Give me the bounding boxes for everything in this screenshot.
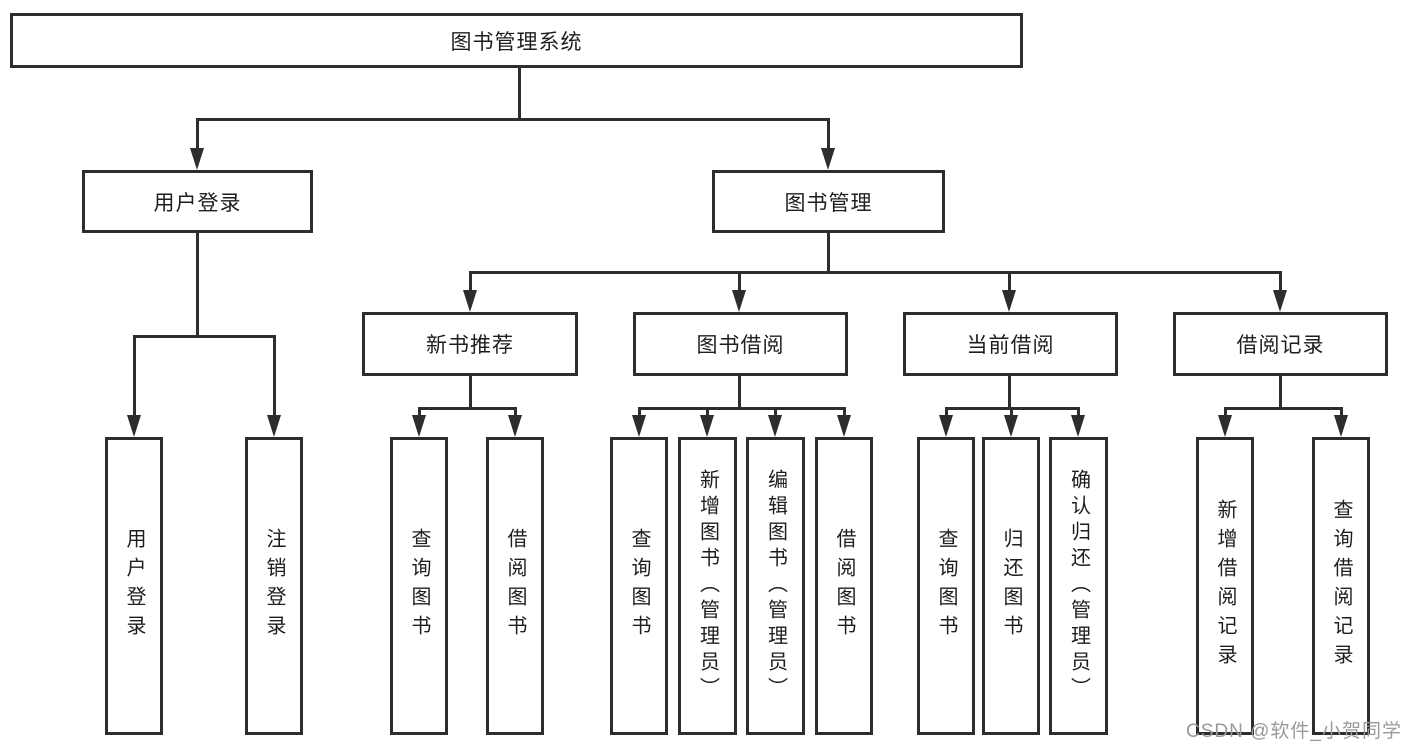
connector-line	[196, 118, 199, 149]
connector-line	[1279, 271, 1282, 290]
leaf-label: 新增借阅记录	[1214, 499, 1236, 673]
leaf-query-borrow-record: 查询借阅记录	[1312, 437, 1370, 735]
connector-line	[706, 407, 709, 415]
node-root-library-system: 图书管理系统	[10, 13, 1023, 68]
node-user-login: 用户登录	[82, 170, 313, 233]
leaf-label: 编辑图书（管理员）	[764, 469, 787, 703]
leaf-label: 注销登录	[263, 528, 285, 644]
arrow-down-icon	[463, 290, 477, 312]
connector-line	[1008, 271, 1011, 290]
leaf-label: 用户登录	[123, 528, 145, 644]
leaf-return-books: 归还图书	[982, 437, 1040, 735]
leaf-borrow-books: 借阅图书	[815, 437, 873, 735]
node-current-borrowing: 当前借阅	[903, 312, 1118, 376]
arrow-down-icon	[1273, 290, 1287, 312]
leaf-query-books-current: 查询图书	[917, 437, 975, 735]
connector-line	[514, 407, 517, 415]
connector-line	[1224, 407, 1343, 410]
arrow-down-icon	[508, 415, 522, 437]
leaf-label: 借阅图书	[833, 528, 855, 644]
leaf-query-books-recommend: 查询图书	[390, 437, 448, 735]
arrow-down-icon	[1004, 415, 1018, 437]
leaf-label: 查询图书	[408, 528, 430, 644]
arrow-down-icon	[939, 415, 953, 437]
connector-line	[1340, 407, 1343, 415]
connector-line	[638, 407, 641, 415]
node-book-management: 图书管理	[712, 170, 945, 233]
leaf-label: 新增图书（管理员）	[696, 469, 719, 703]
arrow-down-icon	[1334, 415, 1348, 437]
connector-line	[738, 271, 741, 290]
arrow-down-icon	[700, 415, 714, 437]
leaf-edit-books-admin: 编辑图书（管理员）	[746, 437, 805, 735]
leaf-label: 查询借阅记录	[1330, 499, 1352, 673]
arrow-down-icon	[768, 415, 782, 437]
connector-line	[638, 407, 846, 410]
arrow-down-icon	[127, 415, 141, 437]
leaf-label: 确认归还（管理员）	[1067, 469, 1090, 703]
connector-line	[196, 118, 830, 121]
connector-line	[1008, 376, 1011, 407]
connector-line	[518, 68, 521, 118]
connector-line	[945, 407, 948, 415]
arrow-down-icon	[1002, 290, 1016, 312]
leaf-logout: 注销登录	[245, 437, 303, 735]
arrow-down-icon	[267, 415, 281, 437]
connector-line	[1077, 407, 1080, 415]
connector-line	[133, 335, 136, 415]
node-book-borrowing: 图书借阅	[633, 312, 848, 376]
leaf-label: 归还图书	[1000, 528, 1022, 644]
arrow-down-icon	[1071, 415, 1085, 437]
connector-line	[469, 271, 472, 290]
leaf-user-login: 用户登录	[105, 437, 163, 735]
connector-line	[418, 407, 517, 410]
leaf-label: 查询图书	[935, 528, 957, 644]
connector-line	[1279, 376, 1282, 407]
arrow-down-icon	[632, 415, 646, 437]
connector-line	[418, 407, 421, 415]
connector-line	[1010, 407, 1013, 415]
arrow-down-icon	[1218, 415, 1232, 437]
connector-line	[133, 335, 276, 338]
connector-line	[774, 407, 777, 415]
connector-line	[1224, 407, 1227, 415]
leaf-label: 查询图书	[628, 528, 650, 644]
arrow-down-icon	[412, 415, 426, 437]
connector-line	[273, 335, 276, 415]
node-borrow-records: 借阅记录	[1173, 312, 1388, 376]
connector-line	[827, 118, 830, 149]
node-new-book-recommend: 新书推荐	[362, 312, 578, 376]
leaf-confirm-return-admin: 确认归还（管理员）	[1049, 437, 1108, 735]
leaf-add-books-admin: 新增图书（管理员）	[678, 437, 737, 735]
arrow-down-icon	[821, 148, 835, 170]
leaf-add-borrow-record: 新增借阅记录	[1196, 437, 1254, 735]
connector-line	[843, 407, 846, 415]
connector-line	[827, 233, 830, 271]
connector-line	[469, 271, 1282, 274]
connector-line	[738, 376, 741, 407]
connector-line	[196, 233, 199, 335]
connector-line	[469, 376, 472, 407]
arrow-down-icon	[732, 290, 746, 312]
leaf-borrow-books-recommend: 借阅图书	[486, 437, 544, 735]
leaf-query-books-borrowing: 查询图书	[610, 437, 668, 735]
arrow-down-icon	[190, 148, 204, 170]
csdn-watermark: CSDN @软件_小贺同学	[1186, 721, 1402, 742]
arrow-down-icon	[837, 415, 851, 437]
leaf-label: 借阅图书	[504, 528, 526, 644]
